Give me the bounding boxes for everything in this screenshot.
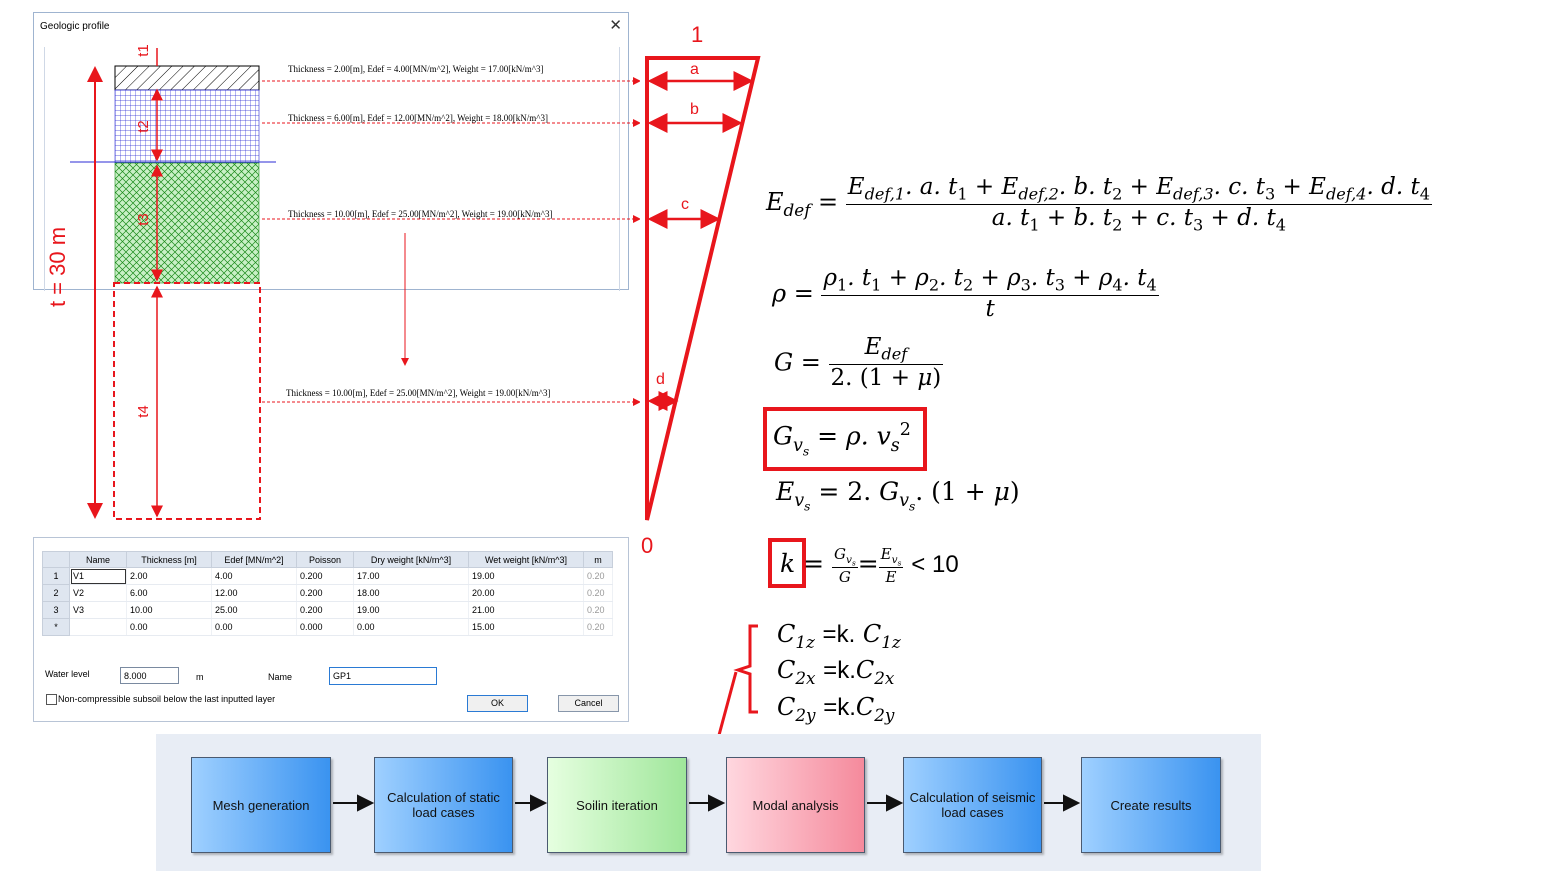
water-level-unit: m (196, 672, 204, 682)
cell-thickness[interactable]: 2.00 (126, 567, 212, 585)
c1z-formula: C1z =k. C1z (777, 620, 901, 652)
col-edef[interactable]: Edef [MN/m^2] (211, 551, 297, 568)
cell-thickness[interactable]: 0.00 (126, 618, 212, 636)
t3-label: t3 (134, 213, 152, 226)
window-title: Geologic profile (40, 21, 110, 32)
row-header[interactable]: 1 (42, 567, 70, 585)
gvs-formula: Gvs = ρ. vs2 (773, 420, 911, 459)
cell-wet-weight[interactable]: 19.00 (468, 567, 584, 585)
flow-step-soilin-iteration: Soilin iteration (547, 757, 687, 853)
col-poisson[interactable]: Poisson (296, 551, 354, 568)
water-level-label: Water level (45, 669, 90, 679)
flow-step-create-results: Create results (1081, 757, 1221, 853)
evs-formula: Evs = 2. Gvs. (1 + μ) (776, 477, 1020, 514)
rho-formula: ρ = ρ1. t1 + ρ2. t2 + ρ3. t3 + ρ4. t4 t (772, 265, 1159, 322)
c-label: c (681, 196, 689, 213)
cell-dry-weight[interactable]: 19.00 (353, 601, 469, 619)
t2-label: t2 (134, 120, 152, 133)
non-compressible-checkbox[interactable] (46, 694, 57, 705)
cell-m[interactable]: 0.20 (583, 601, 613, 619)
cell-edef[interactable]: 4.00 (211, 567, 297, 585)
name-input[interactable] (329, 667, 437, 685)
cell-poisson[interactable]: 0.000 (296, 618, 354, 636)
cell-thickness[interactable]: 6.00 (126, 584, 212, 602)
cell-poisson[interactable]: 0.200 (296, 567, 354, 585)
cell-dry-weight[interactable]: 0.00 (353, 618, 469, 636)
brace (733, 624, 758, 714)
top-ratio-label: 1 (691, 22, 704, 47)
name-label: Name (268, 672, 293, 682)
cell-name[interactable]: V1 (69, 567, 127, 585)
layer-4-rect (113, 282, 261, 520)
flow-step-mesh-generation: Mesh generation (191, 757, 331, 853)
row-header[interactable]: 2 (42, 584, 70, 602)
flow-step-static-load-cases: Calculation of static load cases (374, 757, 513, 853)
close-icon[interactable]: ✕ (609, 17, 622, 34)
non-compressible-label: Non-compressible subsoil below the last … (58, 694, 276, 704)
col-dry-weight[interactable]: Dry weight [kN/m^3] (353, 551, 469, 568)
cell-thickness[interactable]: 10.00 (126, 601, 212, 619)
col-thickness[interactable]: Thickness [m] (126, 551, 212, 568)
flow-step-modal-analysis: Modal analysis (726, 757, 865, 853)
cell-name[interactable] (69, 618, 127, 636)
table-row[interactable]: 1 V1 2.00 4.00 0.200 17.00 19.00 0.20 (42, 567, 613, 585)
flow-arrows (333, 794, 1081, 812)
a-label: a (690, 61, 699, 78)
flow-step-seismic-load-cases: Calculation of seismic load cases (903, 757, 1042, 853)
cell-dry-weight[interactable]: 17.00 (353, 567, 469, 585)
header-corner (42, 551, 70, 568)
cell-wet-weight[interactable]: 20.00 (468, 584, 584, 602)
col-name[interactable]: Name (69, 551, 127, 568)
cell-m[interactable]: 0.20 (583, 567, 613, 585)
table-row[interactable]: 2 V2 6.00 12.00 0.200 18.00 20.00 0.20 (42, 584, 613, 602)
cell-dry-weight[interactable]: 18.00 (353, 584, 469, 602)
table-row[interactable]: * 0.00 0.00 0.000 0.00 15.00 0.20 (42, 618, 613, 636)
layer-4-label: Thickness = 10.00[m], Edef = 25.00[MN/m^… (286, 388, 551, 398)
d-label: d (656, 371, 665, 388)
cell-wet-weight[interactable]: 21.00 (468, 601, 584, 619)
depth-triangle-diagram (645, 56, 761, 521)
g-formula: G = Edef 2. (1 + μ) (774, 334, 944, 391)
t1-label: t1 (134, 44, 152, 57)
col-m[interactable]: m (583, 551, 613, 568)
cancel-button[interactable]: Cancel (558, 695, 619, 712)
cell-edef[interactable]: 0.00 (211, 618, 297, 636)
cell-poisson[interactable]: 0.200 (296, 601, 354, 619)
c2y-formula: C2y =k.C2y (777, 693, 895, 725)
cell-name[interactable]: V2 (69, 584, 127, 602)
row-header[interactable]: 3 (42, 601, 70, 619)
t4-label: t4 (134, 405, 152, 418)
layer-1-rect (114, 65, 260, 91)
k-limit: < 10 (911, 551, 959, 579)
cell-edef[interactable]: 25.00 (211, 601, 297, 619)
soil-profile-drawing (70, 48, 640, 520)
gvs-highlight-box (763, 407, 927, 471)
cell-name[interactable]: V3 (69, 601, 127, 619)
b-label: b (690, 101, 699, 118)
layer-2-label: Thickness = 6.00[m], Edef = 12.00[MN/m^2… (288, 113, 548, 123)
c2x-formula: C2x =k.C2x (777, 656, 895, 688)
k-highlight-box (768, 538, 806, 588)
water-level-input[interactable] (120, 667, 179, 684)
cell-poisson[interactable]: 0.200 (296, 584, 354, 602)
edef-formula: Edef = Edef,1. a. t1 + Edef,2. b. t2 + E… (766, 174, 1432, 235)
layer-1-label: Thickness = 2.00[m], Edef = 4.00[MN/m^2]… (288, 64, 544, 74)
total-thickness-label: t = 30 m (45, 226, 71, 308)
layer-table: Name Thickness [m] Edef [MN/m^2] Poisson… (42, 551, 613, 636)
cell-edef[interactable]: 12.00 (211, 584, 297, 602)
bottom-ratio-label: 0 (641, 533, 654, 558)
row-header[interactable]: * (42, 618, 70, 636)
cell-m[interactable]: 0.20 (583, 584, 613, 602)
ok-button[interactable]: OK (467, 695, 528, 712)
table-row[interactable]: 3 V3 10.00 25.00 0.200 19.00 21.00 0.20 (42, 601, 613, 619)
cell-m[interactable]: 0.20 (583, 618, 613, 636)
profile-canvas (44, 47, 620, 291)
col-wet-weight[interactable]: Wet weight [kN/m^3] (468, 551, 584, 568)
layer-3-label: Thickness = 10.00[m], Edef = 25.00[MN/m^… (288, 209, 553, 219)
cell-wet-weight[interactable]: 15.00 (468, 618, 584, 636)
